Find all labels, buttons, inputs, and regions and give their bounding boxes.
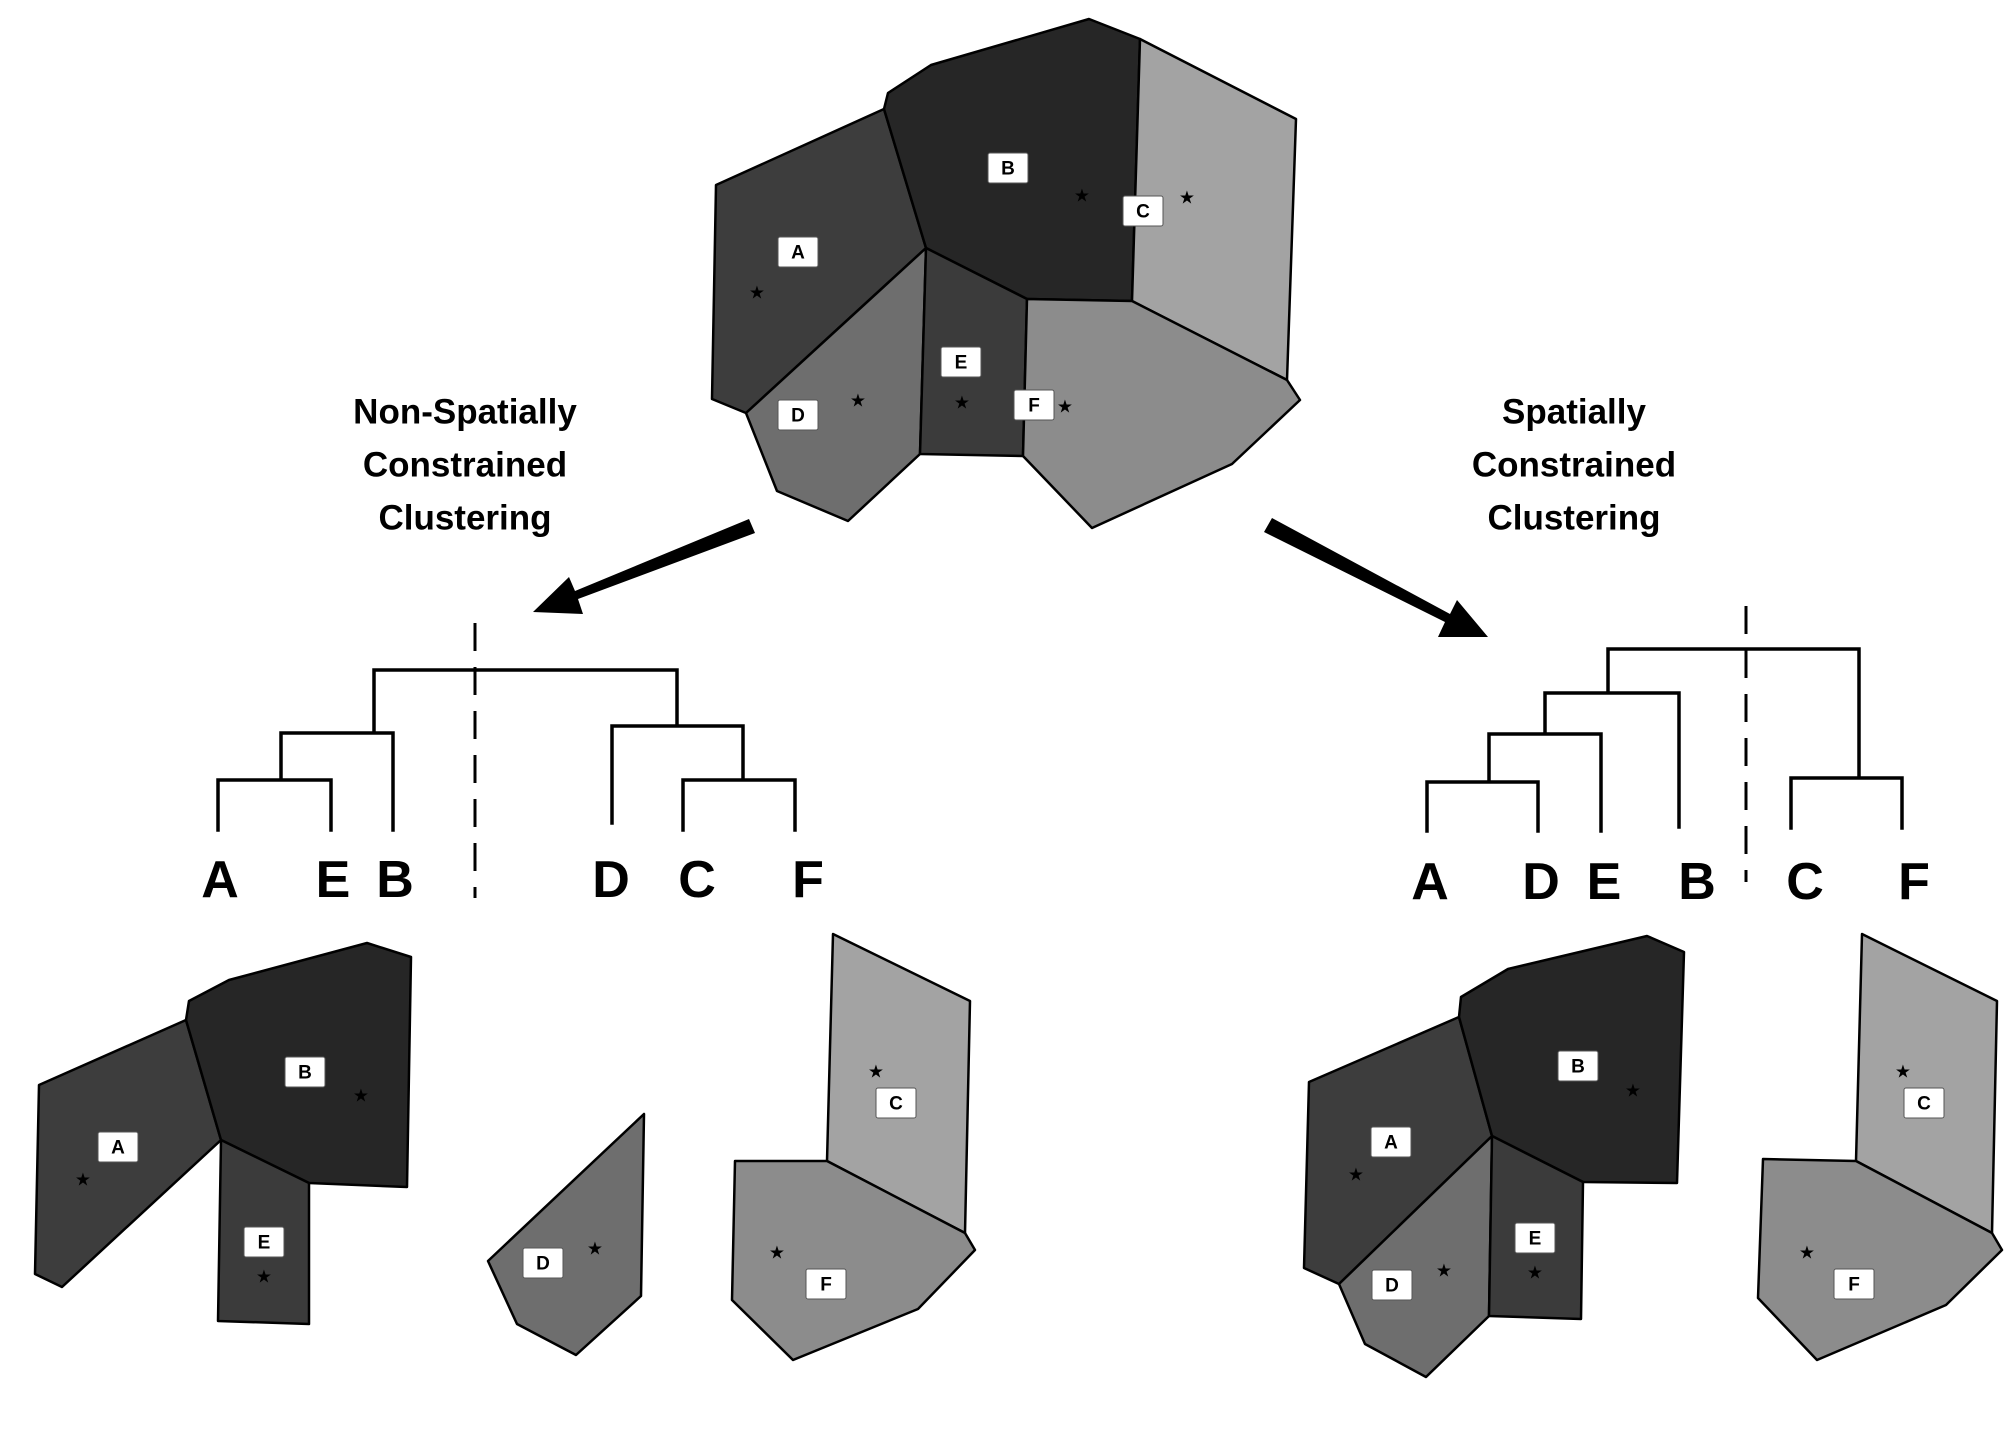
centroid-star-icon: ★ — [1895, 1062, 1911, 1083]
centroid-star-icon: ★ — [1527, 1263, 1543, 1284]
left-dendrogram: A E B D C F — [201, 623, 824, 909]
right-title-line-1: Spatially — [1502, 393, 1646, 432]
centroid-star-icon: ★ — [1074, 186, 1090, 207]
region-label-f: F — [820, 1275, 832, 1296]
centroid-star-icon: ★ — [769, 1243, 785, 1264]
centroid-star-icon: ★ — [587, 1239, 603, 1260]
region-label-box — [805, 1268, 847, 1300]
left-title-line-1: Non-Spatially — [353, 393, 577, 432]
centroid-star-icon: ★ — [256, 1267, 272, 1288]
region-label-box — [284, 1056, 326, 1088]
region-label-box — [777, 236, 819, 268]
spatial-result-map: A ★ B ★ C ★ D ★ E ★ F ★ — [1302, 932, 2004, 1379]
centroid-star-icon: ★ — [850, 391, 866, 412]
region-label-b: B — [298, 1063, 312, 1084]
region-label-box — [1371, 1269, 1413, 1301]
region-label-b: B — [1001, 159, 1015, 180]
region-label-box — [1122, 195, 1164, 227]
left-title-line-2: Constrained — [363, 446, 567, 485]
region-d — [1337, 1134, 1494, 1379]
region-label-box — [522, 1247, 564, 1279]
region-label-d: D — [791, 406, 805, 427]
region-label-box — [1013, 389, 1055, 421]
region-label-box — [987, 152, 1029, 184]
region-label-b: B — [1571, 1057, 1585, 1078]
left-dendro-branches — [216, 668, 797, 832]
region-label-box — [97, 1131, 139, 1163]
centroid-star-icon: ★ — [75, 1170, 91, 1191]
region-label-a: A — [111, 1138, 125, 1159]
left-leaf-label: E — [316, 851, 351, 909]
region-label-box — [777, 399, 819, 431]
right-leaf-label: A — [1411, 853, 1449, 911]
region-label-c: C — [889, 1094, 903, 1115]
non-spatial-result-map: A★B★C★D★E★F★ — [33, 932, 977, 1362]
centroid-star-icon: ★ — [1348, 1165, 1364, 1186]
right-leaf-label: F — [1898, 853, 1930, 911]
region-label-a: A — [1384, 1133, 1398, 1154]
centroid-star-icon: ★ — [868, 1062, 884, 1083]
region-label-e: E — [1529, 1229, 1542, 1250]
region-f — [1021, 297, 1302, 530]
right-method-title: Spatially Constrained Clustering — [1472, 393, 1676, 538]
right-title-line-2: Constrained — [1472, 446, 1676, 485]
region-d — [744, 246, 928, 523]
left-leaf-label: F — [792, 851, 824, 909]
centroid-star-icon: ★ — [1057, 397, 1073, 418]
left-title-line-3: Clustering — [378, 499, 551, 538]
centroid-star-icon: ★ — [1179, 188, 1195, 209]
left-leaf-label: B — [376, 851, 414, 909]
right-leaf-label: D — [1522, 853, 1560, 911]
region-label-e: E — [258, 1233, 271, 1254]
left-leaf-label: C — [678, 851, 716, 909]
original-region-map: A ★ B ★ C ★ D ★ E ★ F ★ — [710, 17, 1302, 530]
right-leaf-label: E — [1587, 853, 1622, 911]
left-method-title: Non-Spatially Constrained Clustering — [353, 393, 577, 538]
region-label-c: C — [1136, 202, 1150, 223]
centroid-star-icon: ★ — [1799, 1243, 1815, 1264]
right-leaf-label: B — [1678, 853, 1716, 911]
left-leaf-label: D — [592, 851, 630, 909]
region-f — [1756, 1157, 2004, 1362]
right-dendro-branches — [1425, 647, 1904, 833]
centroid-star-icon: ★ — [1436, 1261, 1452, 1282]
right-dendrogram: A D E B C F — [1411, 606, 1930, 911]
region-label-box — [1833, 1268, 1875, 1300]
region-label-box — [1903, 1087, 1945, 1119]
region-f — [730, 1159, 977, 1362]
right-title-line-3: Clustering — [1487, 499, 1660, 538]
region-label-f: F — [1848, 1275, 1860, 1296]
region-label-box — [1514, 1222, 1556, 1254]
region-d — [486, 1112, 646, 1357]
region-label-a: A — [791, 243, 805, 264]
region-label-box — [1370, 1126, 1412, 1158]
region-label-box — [940, 346, 982, 378]
centroid-star-icon: ★ — [353, 1086, 369, 1107]
centroid-star-icon: ★ — [954, 393, 970, 414]
region-label-box — [243, 1226, 285, 1258]
region-label-f: F — [1028, 396, 1040, 417]
region-label-d: D — [536, 1254, 550, 1275]
right-leaf-label: C — [1786, 853, 1824, 911]
centroid-star-icon: ★ — [749, 283, 765, 304]
region-label-e: E — [955, 353, 968, 374]
centroid-star-icon: ★ — [1625, 1081, 1641, 1102]
region-label-d: D — [1385, 1276, 1399, 1297]
left-arrow-icon — [533, 519, 755, 614]
region-label-c: C — [1917, 1094, 1931, 1115]
right-arrow-icon — [1264, 518, 1488, 637]
left-leaf-label: A — [201, 851, 239, 909]
region-label-box — [1557, 1050, 1599, 1082]
region-label-box — [875, 1087, 917, 1119]
